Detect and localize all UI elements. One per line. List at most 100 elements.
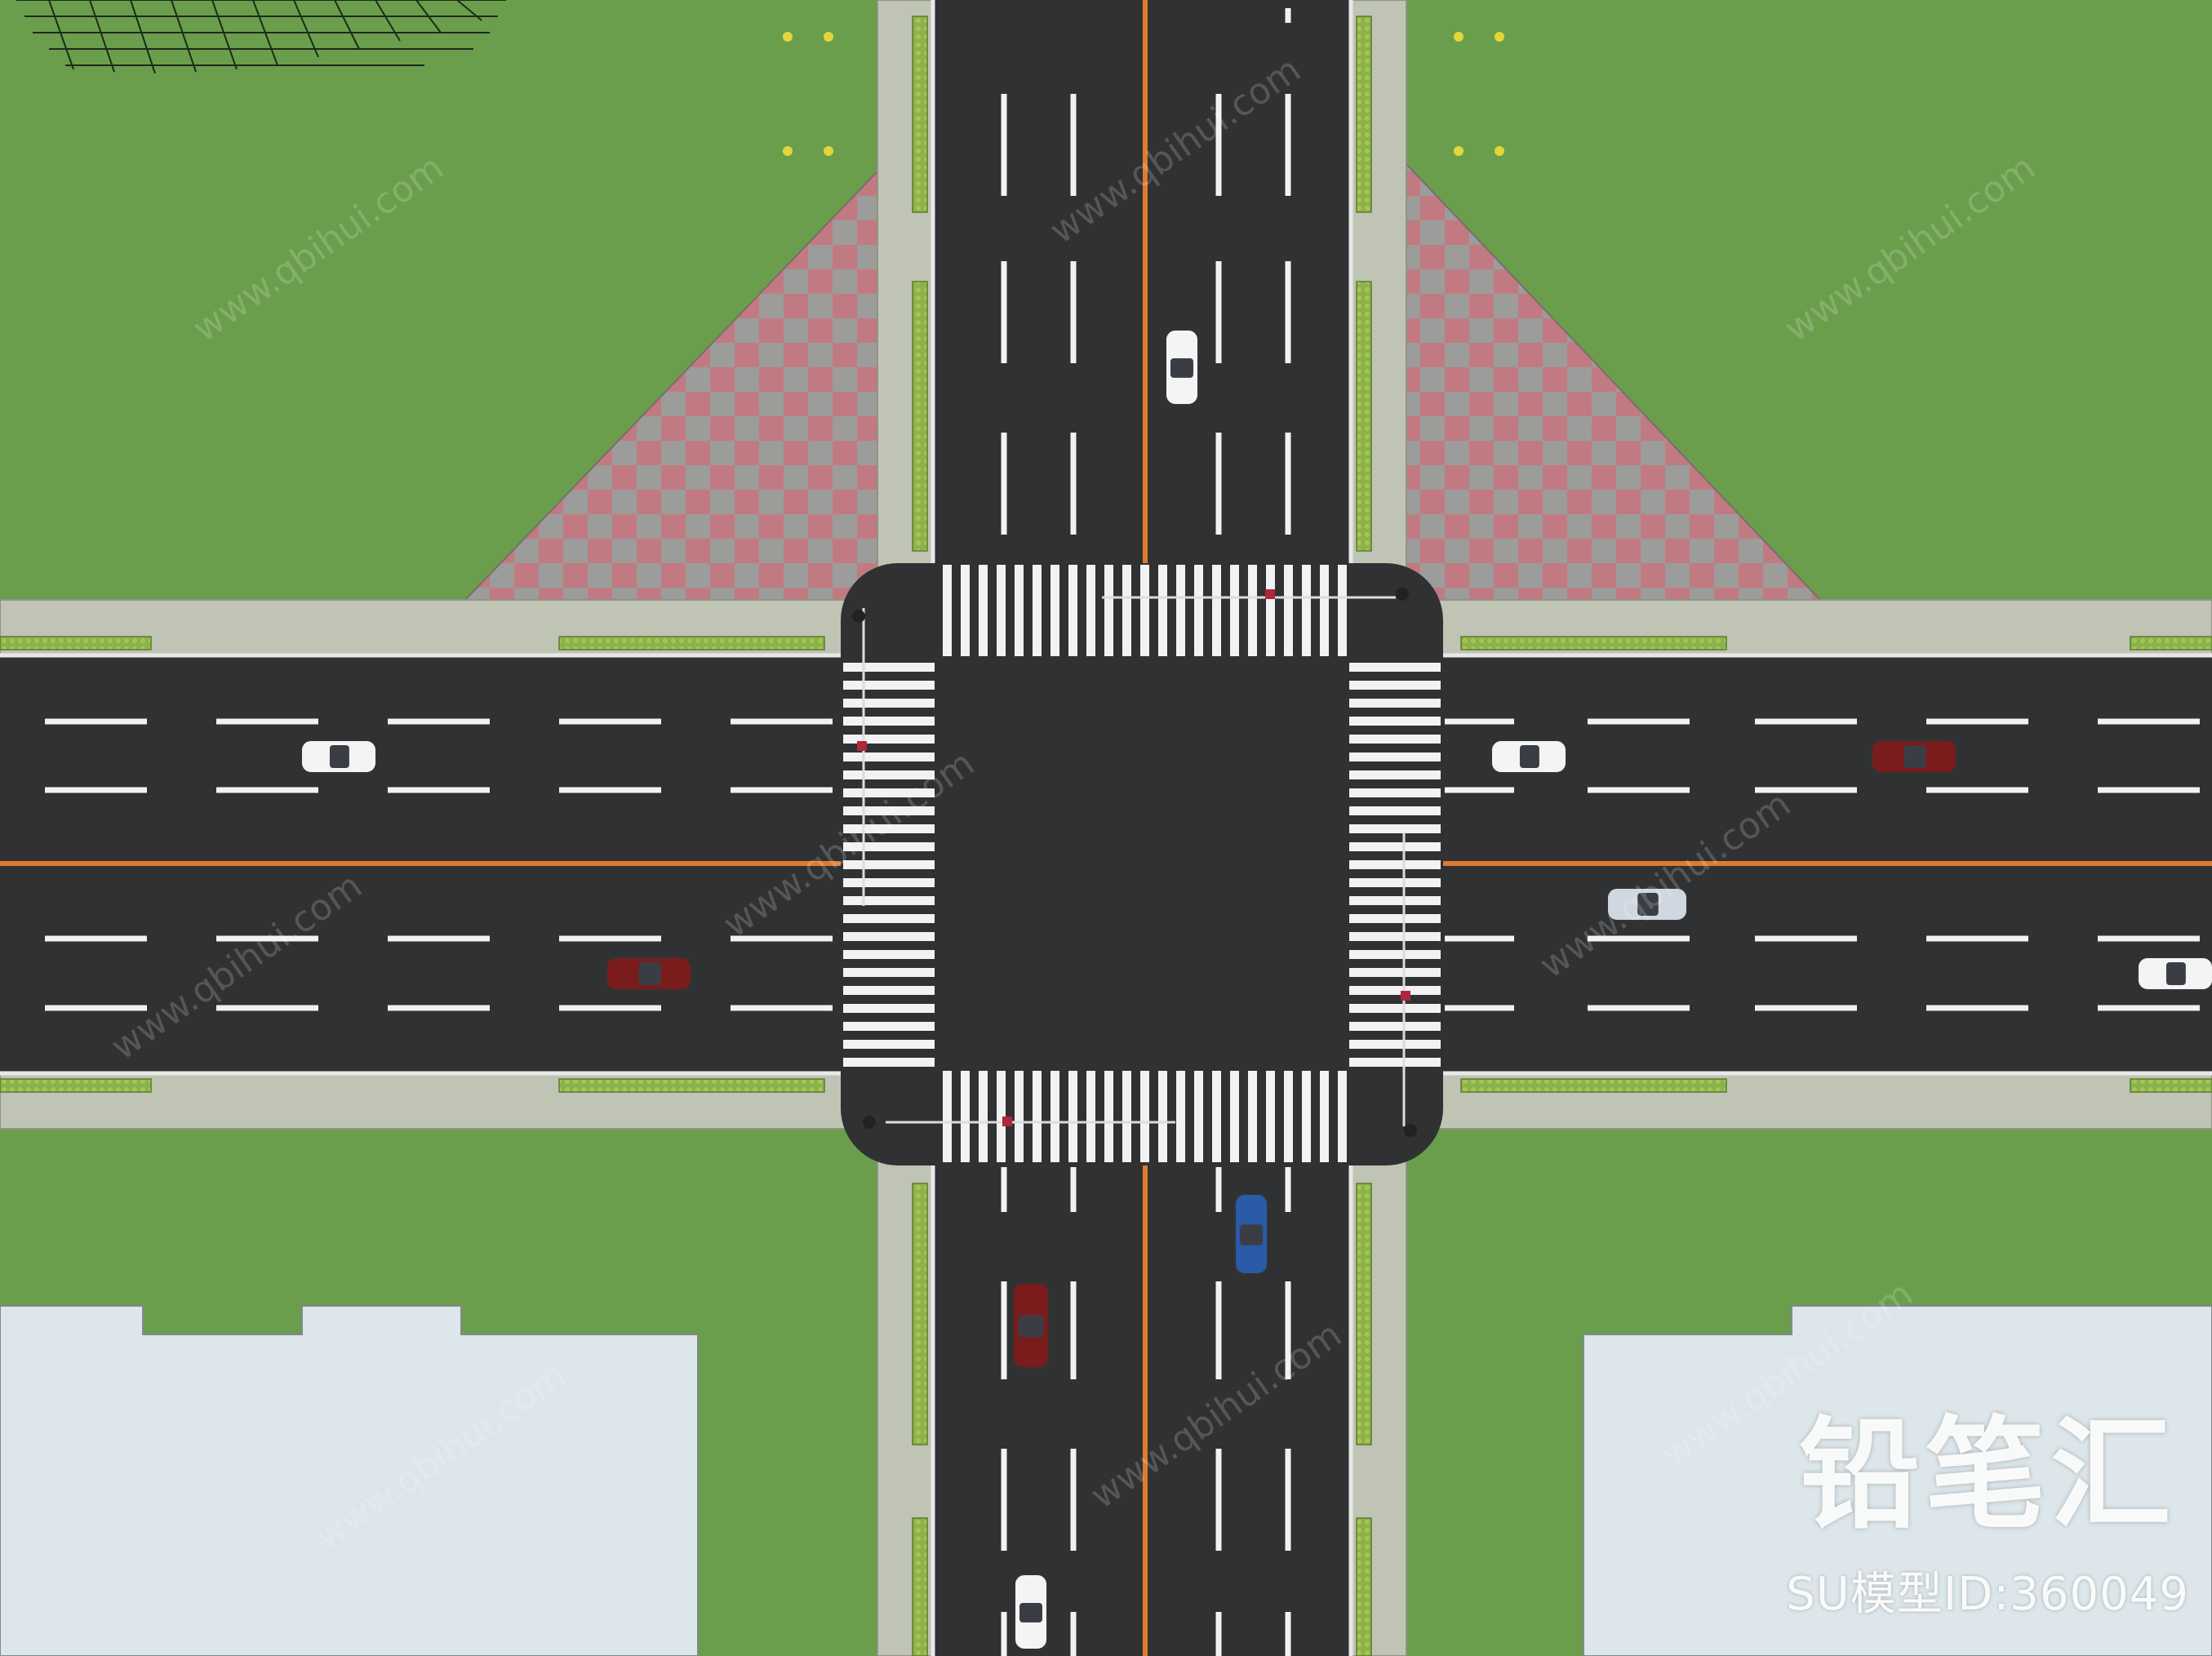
crosswalk-stripe <box>843 842 935 851</box>
crosswalk-stripe <box>1338 1071 1347 1162</box>
bollard-icon <box>1454 146 1464 156</box>
signal-head-icon <box>1401 991 1410 1001</box>
crosswalk-stripe <box>1212 565 1221 656</box>
crosswalk-stripe <box>979 1071 988 1162</box>
crosswalk-stripe <box>843 878 935 887</box>
bollard-icon <box>783 146 793 156</box>
bollards <box>783 32 1504 156</box>
crosswalk-stripe <box>943 565 952 656</box>
watermark-model-id: SU模型ID:360049 <box>1786 1568 2189 1621</box>
crosswalk-stripe <box>843 968 935 977</box>
crosswalk-stripe <box>1176 565 1185 656</box>
crosswalk-stripe <box>843 788 935 797</box>
car-white-east-far <box>2137 957 2212 991</box>
crosswalk-stripe <box>1349 663 1441 672</box>
lane-dashes-horizontal <box>45 718 2200 1011</box>
car-red-east <box>1871 739 1957 774</box>
crosswalk-stripe <box>1176 1071 1185 1162</box>
crosswalk-stripe <box>1338 565 1347 656</box>
crosswalk-stripe <box>1349 699 1441 708</box>
crosswalk-stripe <box>1349 860 1441 869</box>
bollard-icon <box>824 32 833 42</box>
crosswalk-stripe <box>1033 1071 1042 1162</box>
traffic-signal-arms <box>862 596 1406 1126</box>
crosswalk-stripe <box>961 565 970 656</box>
car-white-south <box>1014 1574 1048 1650</box>
signal-pole-nw <box>852 610 865 623</box>
crosswalk-stripe <box>1349 986 1441 995</box>
crosswalk-stripe <box>843 770 935 779</box>
car-white-east-1 <box>1490 739 1567 774</box>
crosswalk-stripe <box>997 565 1006 656</box>
signal-head-icon <box>1265 589 1275 599</box>
crosswalk-stripe <box>843 735 935 744</box>
crosswalk-stripe <box>843 753 935 761</box>
crosswalk-stripe <box>843 824 935 833</box>
crosswalk-stripe <box>843 1040 935 1049</box>
crosswalk-stripe <box>1349 717 1441 726</box>
crosswalk-stripe <box>961 1071 970 1162</box>
lane-dashes-vertical <box>1001 8 1291 1656</box>
crosswalk-stripe <box>1266 565 1275 656</box>
crosswalk-stripe <box>843 860 935 869</box>
crosswalk-stripe <box>1349 842 1441 851</box>
crosswalk-stripe <box>1284 565 1293 656</box>
crosswalk-stripe <box>1122 1071 1131 1162</box>
crosswalk-stripe <box>843 932 935 941</box>
crosswalk-stripe <box>843 663 935 672</box>
crosswalk-stripe <box>1158 565 1167 656</box>
crosswalk-west <box>843 663 935 1067</box>
bollard-icon <box>824 146 833 156</box>
hedges <box>0 16 2212 1656</box>
crosswalk-stripe <box>943 1071 952 1162</box>
bollard-icon <box>1495 146 1504 156</box>
crosswalk-stripe <box>843 914 935 923</box>
crosswalk-east <box>1349 663 1441 1067</box>
signal-pole-se <box>1404 1124 1417 1137</box>
crosswalk-stripe <box>1349 753 1441 761</box>
crosswalk-stripe <box>1349 950 1441 959</box>
signal-heads <box>857 589 1410 1126</box>
crosswalk-stripe <box>979 565 988 656</box>
crosswalk-stripe <box>1349 806 1441 815</box>
signal-head-icon <box>857 741 867 751</box>
building-southeast <box>1583 1305 2212 1656</box>
signal-pole-sw <box>863 1116 876 1129</box>
crosswalk-stripe <box>1194 565 1203 656</box>
crosswalk-stripe <box>1349 1040 1441 1049</box>
crosswalk-stripe <box>843 950 935 959</box>
crosswalk-stripe <box>1050 1071 1059 1162</box>
crosswalk-stripe <box>1050 565 1059 656</box>
crosswalk-stripe <box>1349 1022 1441 1031</box>
car-silver-east <box>1606 887 1688 921</box>
car-red-eastbound-west <box>606 957 692 991</box>
crosswalk-stripe <box>1230 565 1239 656</box>
crosswalk-stripe <box>1284 1071 1293 1162</box>
crosswalk-north <box>943 565 1347 656</box>
crosswalk-stripe <box>843 896 935 905</box>
crosswalk-stripe <box>1086 1071 1095 1162</box>
crosswalk-stripe <box>1140 1071 1149 1162</box>
crosswalk-stripe <box>843 986 935 995</box>
crosswalk-stripe <box>1033 565 1042 656</box>
bollard-icon <box>1454 32 1464 42</box>
crosswalk-stripe <box>1104 1071 1113 1162</box>
crosswalk-stripe <box>1140 565 1149 656</box>
crosswalk-stripe <box>1349 770 1441 779</box>
signal-pole-ne <box>1396 588 1409 601</box>
crosswalk-stripe <box>1104 565 1113 656</box>
crosswalk-stripe <box>1248 1071 1257 1162</box>
crosswalk-stripe <box>1320 565 1329 656</box>
car-red-south <box>1012 1282 1050 1369</box>
vehicles <box>300 329 2212 1650</box>
crosswalk-stripe <box>1302 1071 1311 1162</box>
crosswalk-stripe <box>1158 1071 1167 1162</box>
crosswalk-stripe <box>1349 681 1441 690</box>
crosswalk-stripe <box>1230 1071 1239 1162</box>
crosswalk-stripe <box>843 1058 935 1067</box>
crosswalk-stripe <box>843 699 935 708</box>
crosswalk-stripe <box>1349 968 1441 977</box>
